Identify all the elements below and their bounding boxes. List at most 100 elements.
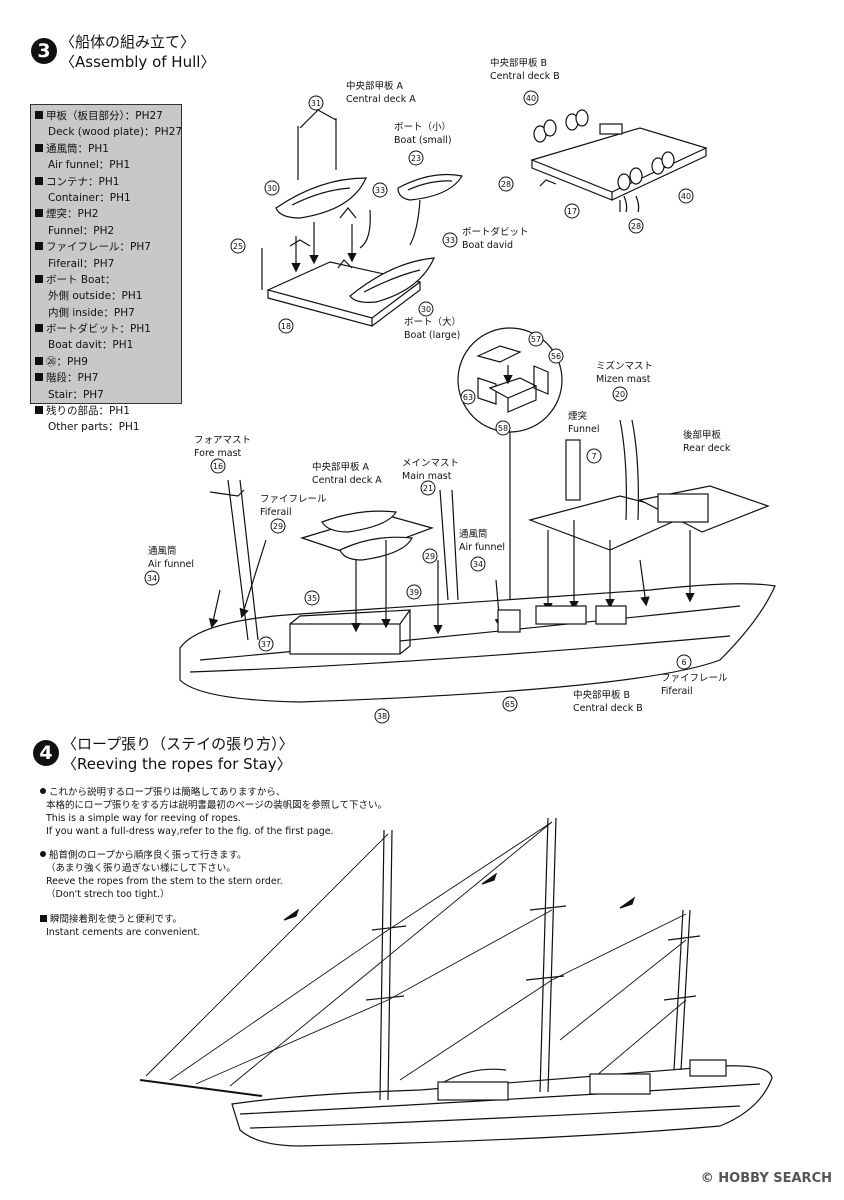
bullet-square-icon	[35, 373, 43, 382]
part-number-circle	[676, 654, 692, 670]
watermark: © HOBBY SEARCH	[700, 1171, 832, 1186]
part-number-circle	[442, 232, 458, 248]
bullet-square-icon	[35, 356, 43, 365]
parts-list-text: 煙突：PH2	[46, 208, 99, 221]
note-line: If you want a full-dress way,refer to th…	[46, 825, 334, 838]
note-line: 船首側のロープから順序良く張って行きます。	[40, 849, 247, 862]
part-number-text: 29	[273, 522, 283, 531]
parts-list-text: 外側 outside：PH1	[48, 290, 143, 303]
part-number-circle	[564, 203, 580, 219]
part-number-circle	[502, 696, 518, 712]
part-number-circle	[528, 331, 544, 347]
parts-list-text: Air funnel：PH1	[48, 159, 131, 172]
detail-circle	[457, 327, 563, 620]
label-central-deck-a-jp: 中央部甲板 A	[346, 81, 404, 92]
step-4-title-jp: 〈ロープ張り（ステイの張り方）〉	[62, 735, 294, 753]
part-number-text: 28	[631, 222, 641, 231]
note-text: 本格的にロープ張りをする方は説明書最初のページの装帆図を参照して下さい。	[46, 800, 387, 811]
part-number-circle	[612, 386, 628, 402]
part-number-circle	[470, 556, 486, 572]
part-number-text: 38	[377, 712, 387, 721]
note-line: これから説明するロープ張りは簡略してありますから、	[40, 786, 285, 799]
parts-list-text: ボートダビット：PH1	[46, 323, 151, 336]
note-text: （Don't strech too tight.）	[46, 889, 170, 900]
parts-list-item: 外側 outside：PH1	[35, 288, 177, 304]
bullet-square-icon	[35, 242, 43, 251]
part-number-text: 39	[409, 588, 419, 597]
note-line: Reeve the ropes from the stem to the ste…	[46, 875, 283, 888]
parts-list-text: ボート Boat：	[46, 273, 116, 286]
note-text: If you want a full-dress way,refer to th…	[46, 826, 334, 837]
note-text: Reeve the ropes from the stem to the ste…	[46, 876, 283, 887]
label-main-mast-en: Main mast	[402, 471, 452, 482]
part-number-circle	[144, 570, 160, 586]
part-number-circle	[230, 238, 246, 254]
central-deck-b-diagram	[530, 109, 708, 213]
label-central-deck-b-jp: 中央部甲板 B	[490, 58, 548, 69]
note-text: Instant cements are convenient.	[46, 927, 201, 938]
parts-list-item: Fiferail：PH7	[35, 256, 177, 272]
part-number-text: 16	[213, 462, 223, 471]
label-fore-mast-jp: フォアマスト	[194, 435, 252, 446]
part-number-text: 20	[615, 390, 625, 399]
label-central-deck-b-en: Central deck B	[490, 71, 560, 82]
part-number-text: 6	[681, 658, 686, 667]
part-number-text: 17	[567, 207, 577, 216]
parts-list-text: Other parts：PH1	[48, 421, 140, 434]
part-number-circle	[418, 301, 434, 317]
parts-list-item: Funnel：PH2	[35, 223, 177, 239]
parts-list-item: 通風筒：PH1	[35, 141, 177, 157]
label-mizen-mast-en: Mizen mast	[596, 374, 651, 385]
part-number-text: 35	[307, 594, 317, 603]
bullet-square-icon	[35, 324, 43, 333]
parts-list-text: ファイフレール：PH7	[46, 241, 151, 254]
part-number-text: 18	[281, 322, 291, 331]
central-deck-a-diagram	[261, 109, 463, 327]
bullet-square-icon	[35, 176, 43, 185]
label-central-deck-b2-jp: 中央部甲板 B	[573, 690, 631, 701]
parts-list-text: 通風筒：PH1	[46, 142, 109, 155]
part-number-text: 28	[501, 180, 511, 189]
label-fiferail2-en: Fiferail	[661, 686, 693, 697]
parts-list-item: Boat davit：PH1	[35, 337, 177, 353]
parts-list-item: ㉖：PH9	[35, 354, 177, 370]
step-4-number: 4	[33, 740, 59, 766]
hull-assembly-diagram	[179, 419, 776, 703]
parts-list-text: コンテナ：PH1	[46, 175, 120, 188]
note-line: （あまり強く張り過ぎない様にして下さい。	[46, 862, 236, 875]
bullet-dot-icon	[40, 788, 46, 794]
part-number-circle	[495, 420, 511, 436]
label-central-deck-a-en: Central deck A	[346, 94, 416, 105]
parts-list-item: ボート Boat：	[35, 272, 177, 288]
part-number-text: 33	[445, 236, 455, 245]
part-number-text: 31	[311, 99, 321, 108]
note-line: 瞬間接着剤を使うと便利です。	[40, 913, 182, 926]
parts-list-item: Air funnel：PH1	[35, 157, 177, 173]
part-number-circle	[210, 458, 226, 474]
part-number-text: 23	[411, 154, 421, 163]
parts-list-text: 残りの部品：PH1	[46, 405, 130, 418]
parts-list-text: 内側 inside：PH7	[48, 306, 135, 319]
step-3-title-jp: 〈船体の組み立て〉	[60, 33, 196, 51]
part-number-circle	[308, 95, 324, 111]
label-mizen-mast-jp: ミズンマスト	[596, 361, 654, 372]
part-number-circle	[420, 480, 436, 496]
part-number-text: 40	[526, 94, 536, 103]
parts-list-item: Other parts：PH1	[35, 419, 177, 435]
part-number-circle	[628, 218, 644, 234]
label-air-funnel2-jp: 通風筒	[459, 529, 488, 540]
label-boat-davit-en: Boat david	[462, 240, 514, 251]
parts-list-text: Fiferail：PH7	[48, 257, 115, 270]
part-number-text: 65	[505, 700, 515, 709]
parts-list-item: ファイフレール：PH7	[35, 239, 177, 255]
label-rear-deck-en: Rear deck	[683, 443, 731, 454]
label-air-funnel-en: Air funnel	[148, 559, 194, 570]
note-text: これから説明するロープ張りは簡略してありますから、	[49, 787, 286, 798]
label-fore-mast-en: Fore mast	[194, 448, 242, 459]
parts-list-text: Boat davit：PH1	[48, 339, 134, 352]
note-line: （Don't strech too tight.）	[46, 888, 170, 901]
part-number-text: 29	[425, 552, 435, 561]
parts-list-item: コンテナ：PH1	[35, 174, 177, 190]
part-number-text: 7	[591, 452, 596, 461]
